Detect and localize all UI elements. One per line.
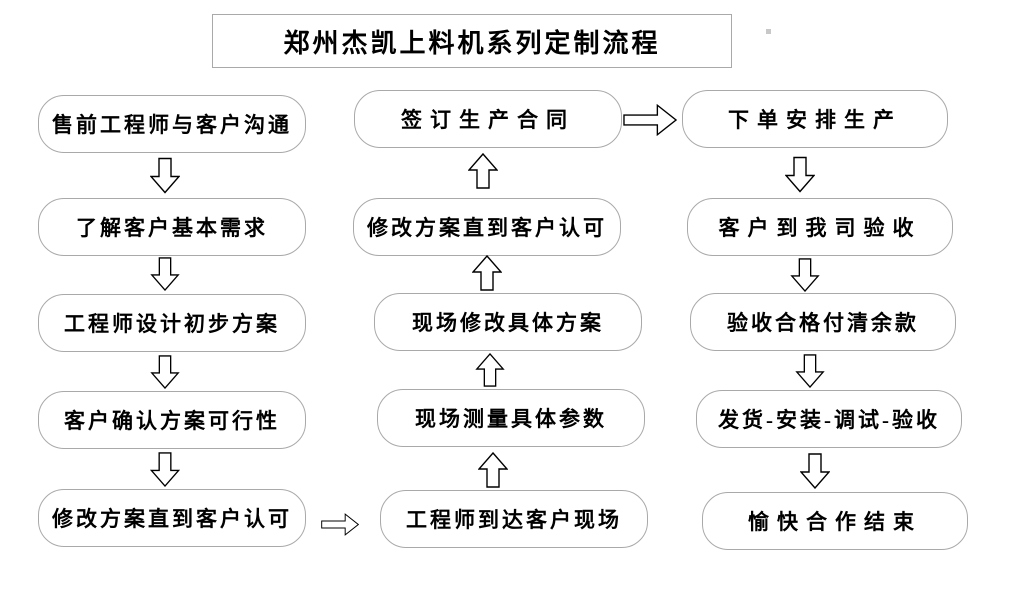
arrow-down-icon — [150, 257, 180, 291]
arrow-right-icon — [321, 510, 359, 539]
flow-box-middle-5: 工程师到达客户现场 — [380, 490, 648, 548]
flow-box-right-5: 愉快合作结束 — [702, 492, 968, 550]
flow-box-left-1: 售前工程师与客户沟通 — [38, 95, 306, 153]
arrow-down-icon — [800, 453, 830, 489]
flow-box-middle-2: 修改方案直到客户认可 — [353, 198, 621, 256]
flow-box-middle-1: 签订生产合同 — [354, 90, 622, 148]
arrow-up-icon — [468, 152, 498, 190]
arrow-right-icon — [623, 104, 677, 136]
arrow-up-icon — [472, 255, 502, 291]
arrow-down-icon — [790, 258, 820, 292]
flowchart-title: 郑州杰凯上料机系列定制流程 — [212, 14, 732, 68]
arrow-down-icon — [795, 354, 825, 388]
flow-box-middle-3: 现场修改具体方案 — [374, 293, 642, 351]
arrow-down-icon — [150, 452, 180, 487]
flow-box-left-5: 修改方案直到客户认可 — [38, 489, 306, 547]
arrow-down-icon — [150, 157, 180, 194]
flow-box-left-3: 工程师设计初步方案 — [38, 294, 306, 352]
arrow-up-icon — [478, 452, 508, 488]
arrow-up-icon — [475, 353, 505, 387]
flow-box-right-1: 下单安排生产 — [682, 90, 948, 148]
arrow-down-icon — [785, 156, 815, 193]
flow-box-left-4: 客户确认方案可行性 — [38, 391, 306, 449]
flow-box-right-4: 发货-安装-调试-验收 — [696, 390, 962, 448]
arrow-down-icon — [150, 355, 180, 389]
flow-box-middle-4: 现场测量具体参数 — [377, 389, 645, 447]
stray-dot — [766, 29, 771, 34]
flow-box-right-3: 验收合格付清余款 — [690, 293, 956, 351]
flow-box-right-2: 客户到我司验收 — [687, 198, 953, 256]
flow-box-left-2: 了解客户基本需求 — [38, 198, 306, 256]
